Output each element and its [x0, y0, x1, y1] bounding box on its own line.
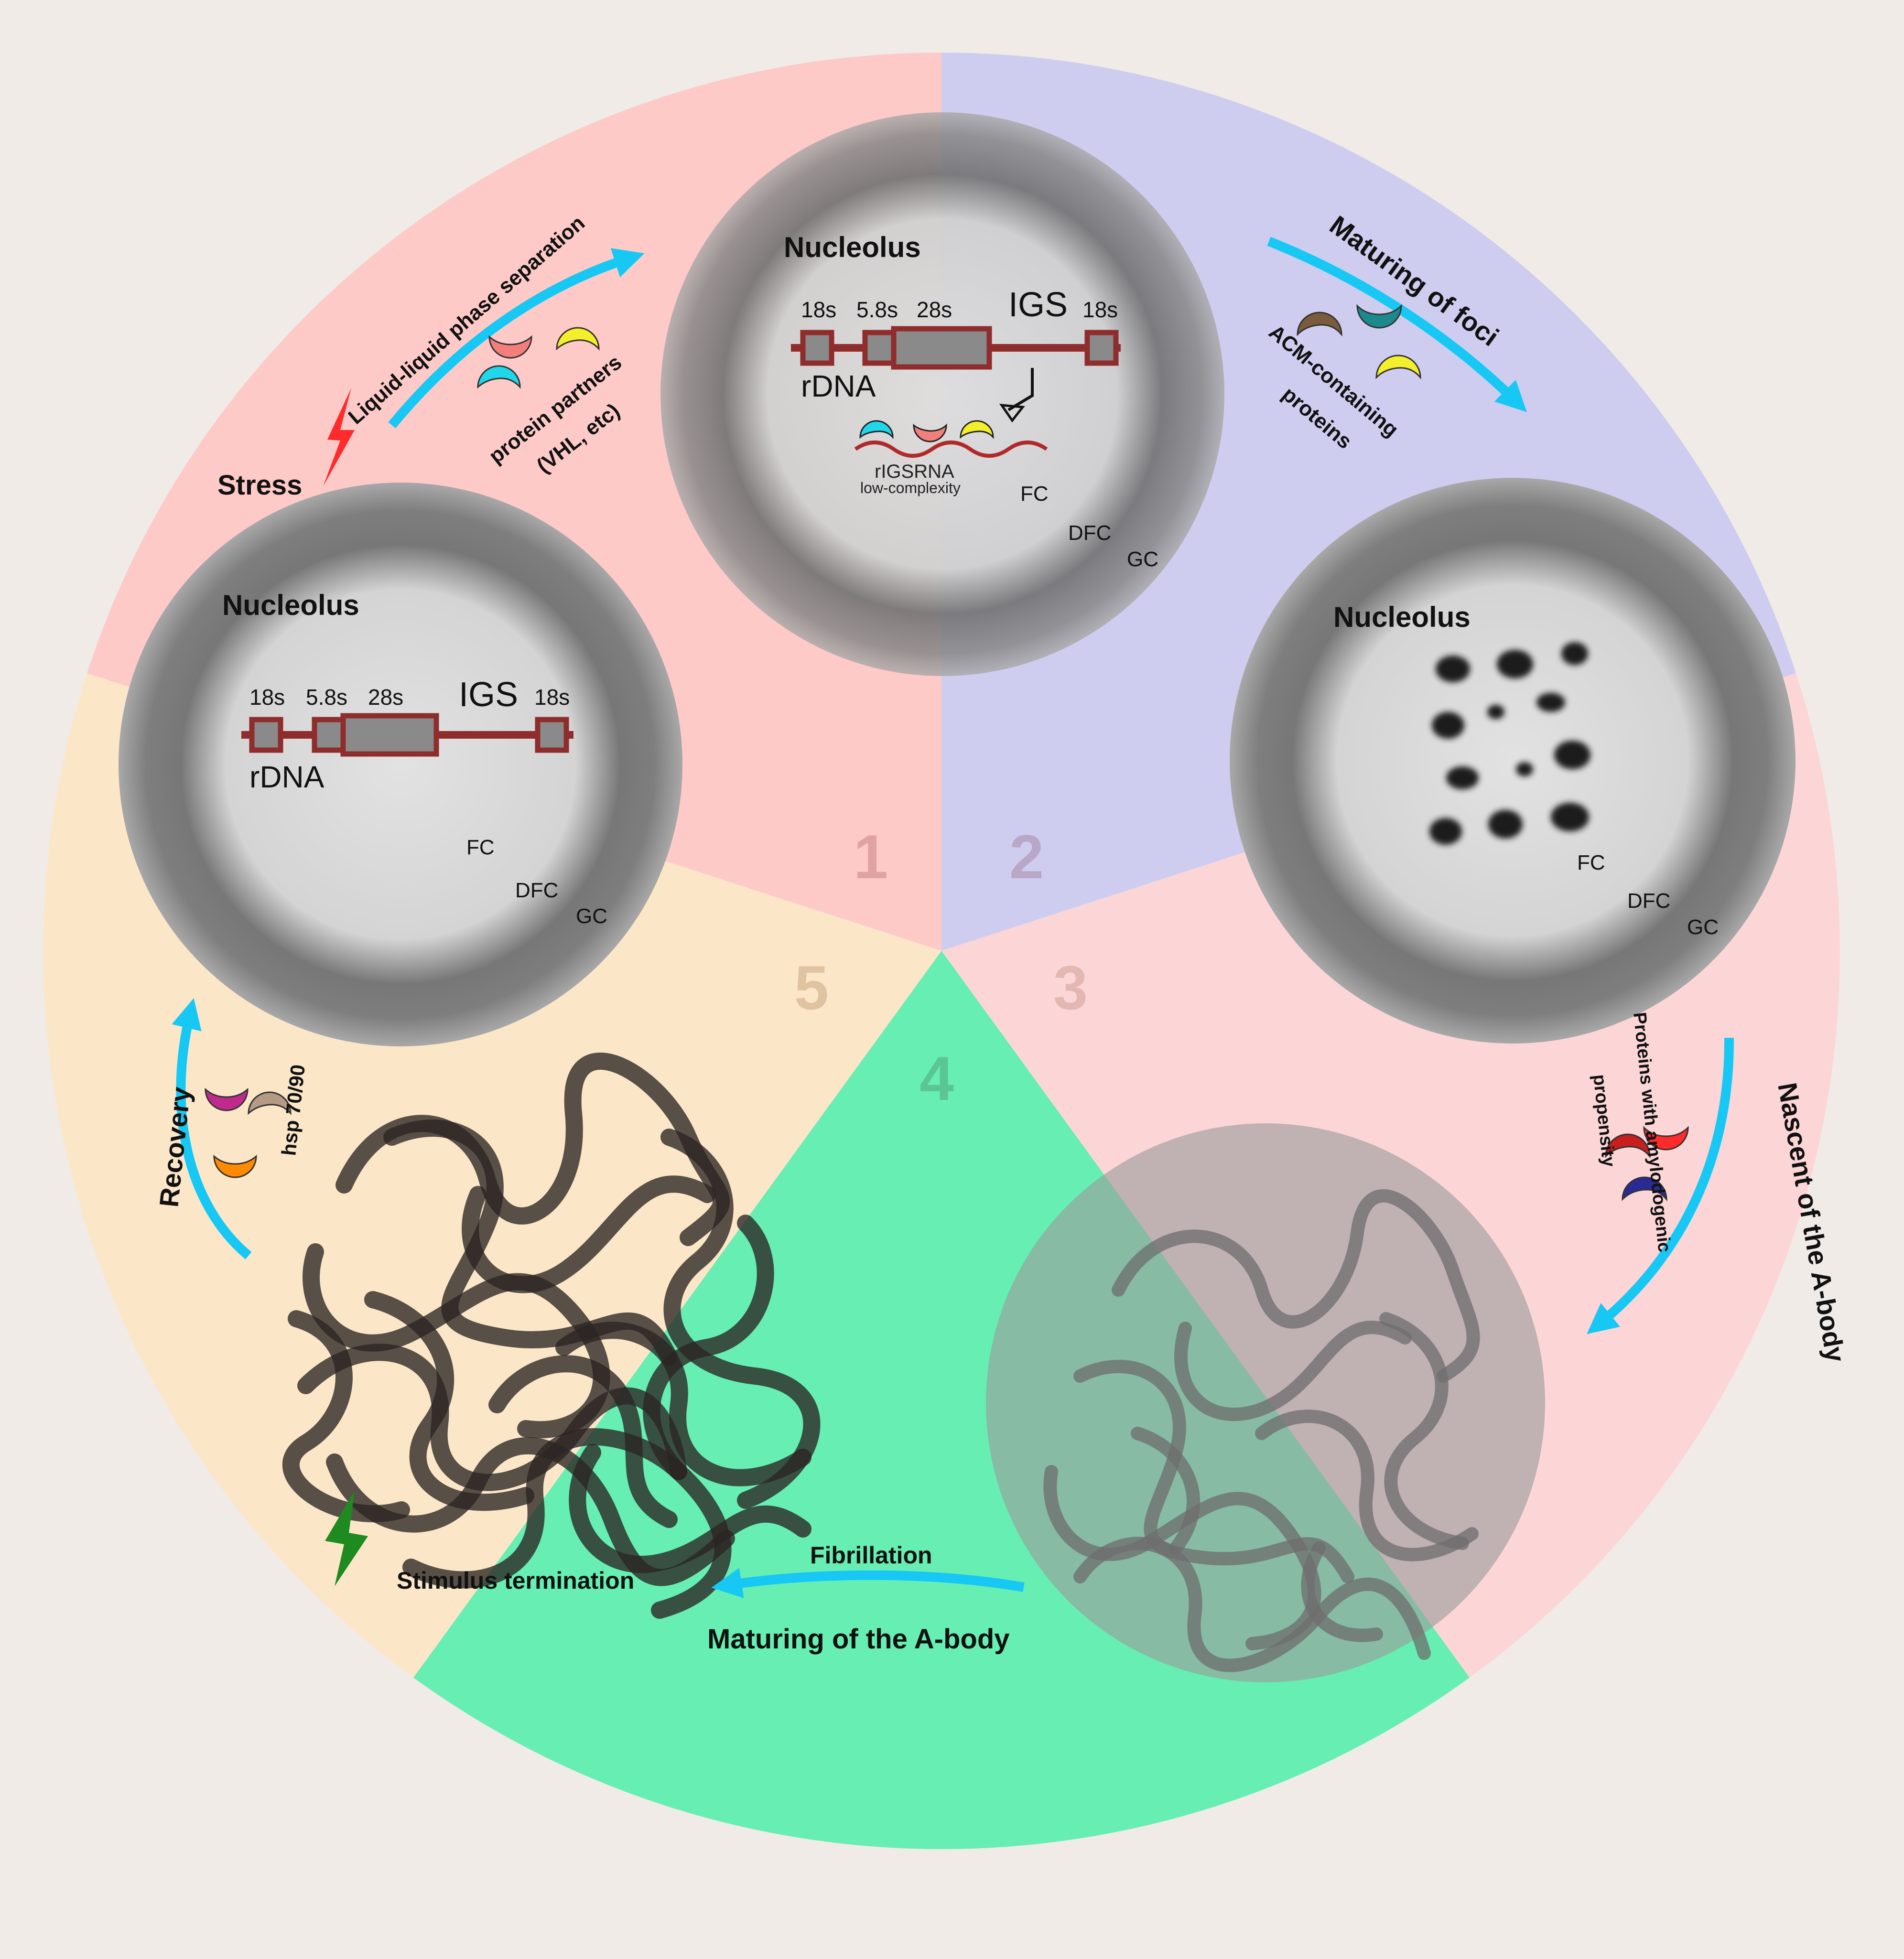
- stress-label: Stress: [217, 470, 302, 501]
- rdna-top-18s-b: 18s: [1082, 297, 1118, 322]
- right-fc-label: FC: [1577, 851, 1605, 874]
- mature-a-body: [282, 1052, 821, 1619]
- sector-numbers: 1 2 3 4 5: [794, 822, 1088, 1113]
- partner-yellow-icon: [556, 327, 600, 351]
- rdna-left-label: rDNA: [249, 760, 325, 794]
- nucleolus-right-body: [1230, 478, 1796, 1044]
- acm-teal-icon: [1356, 304, 1402, 329]
- nascent-a-body: [986, 1123, 1545, 1682]
- rdna-top-5-8s: 5.8s: [856, 297, 898, 322]
- nucleolus-left-title: Nucleolus: [222, 589, 359, 621]
- top-fc-label: FC: [1020, 482, 1049, 506]
- acm-yellow-icon: [1375, 355, 1421, 380]
- nucleolus-right: Nucleolus FC DFC GC: [1230, 478, 1796, 1044]
- amyloid-navy-icon: [1622, 1176, 1667, 1202]
- rdna-left-igs: IGS: [459, 676, 518, 714]
- arrow-llps: [388, 248, 645, 429]
- protein-yellow-icon: [960, 420, 994, 440]
- arrow-maturing-foci: [1267, 237, 1527, 412]
- arrow-nascent: [1587, 1037, 1734, 1335]
- rigsrna-label: rIGSRNA: [875, 461, 954, 482]
- stimulus-lightning-icon: [325, 1491, 368, 1586]
- arrow-fibrillation: [711, 1568, 1025, 1598]
- top-gc-label: GC: [1127, 548, 1158, 571]
- transcription-arrow-head: [999, 404, 1025, 423]
- acm-brown-icon: [1297, 312, 1342, 337]
- left-dfc-label: DFC: [515, 879, 558, 902]
- cycle-arrows: [172, 237, 1734, 1598]
- sector-number-1: 1: [854, 822, 888, 892]
- sector-number-5: 5: [794, 953, 829, 1023]
- sector-number-4: 4: [920, 1044, 954, 1113]
- amyloid-darkred-icon: [1605, 1133, 1651, 1159]
- stimulus-termination-label: Stimulus termination: [397, 1567, 634, 1594]
- right-gc-label: GC: [1687, 915, 1719, 939]
- rigsrna-sublabel: low-complexity: [860, 479, 961, 496]
- hsp-orange-icon: [213, 1154, 257, 1178]
- nucleolus-top-body: [660, 112, 1224, 676]
- rigsrna-strand: [854, 441, 1048, 458]
- rdna-left-28s: 28s: [368, 685, 403, 710]
- rdna-gene-left: [241, 713, 573, 757]
- nucleolus-left: Nucleolus 18s 5.8s 28s IGS 18s rDNA FC D…: [119, 483, 682, 1046]
- nucleolus-left-body: [119, 483, 682, 1046]
- partner-salmon-icon: [488, 335, 532, 359]
- arrow-recovery: [172, 998, 252, 1259]
- maturing-a-body-label: Maturing of the A-body: [707, 1624, 1010, 1655]
- left-gc-label: GC: [576, 904, 607, 928]
- protein-salmon-icon: [913, 423, 947, 442]
- rdna-top-18s-a: 18s: [801, 297, 836, 322]
- amyloid-red-icon: [1643, 1126, 1689, 1151]
- top-dfc-label: DFC: [1068, 521, 1111, 545]
- nucleolus-right-title: Nucleolus: [1333, 601, 1471, 633]
- rdna-left-18s-a: 18s: [249, 685, 285, 710]
- stress-lightning-icon: [323, 388, 355, 486]
- rdna-gene-top: [791, 326, 1121, 370]
- left-fc-label: FC: [466, 836, 495, 859]
- nucleolus-top: Nucleolus 18s 5.8s 28s IGS 18s rDNA rIGS…: [660, 112, 1224, 676]
- transcription-arrow: [1007, 368, 1034, 411]
- sector-number-2: 2: [1009, 822, 1044, 892]
- protein-cyan-icon: [859, 420, 894, 440]
- rdna-top-28s: 28s: [917, 297, 952, 322]
- sector-number-3: 3: [1053, 953, 1088, 1023]
- rdna-top-label: rDNA: [801, 369, 876, 403]
- hsp-tan-icon: [248, 1091, 292, 1115]
- nucleolar-foci: [1429, 642, 1590, 845]
- hsp-magenta-icon: [205, 1087, 249, 1111]
- fibrillation-label: Fibrillation: [810, 1542, 932, 1569]
- rdna-left-5-8s: 5.8s: [306, 685, 347, 710]
- rdna-left-18s-b: 18s: [534, 685, 570, 710]
- right-dfc-label: DFC: [1627, 889, 1670, 913]
- rdna-top-igs: IGS: [1008, 286, 1068, 324]
- nucleolus-top-title: Nucleolus: [784, 231, 921, 263]
- partner-cyan-icon: [477, 365, 521, 389]
